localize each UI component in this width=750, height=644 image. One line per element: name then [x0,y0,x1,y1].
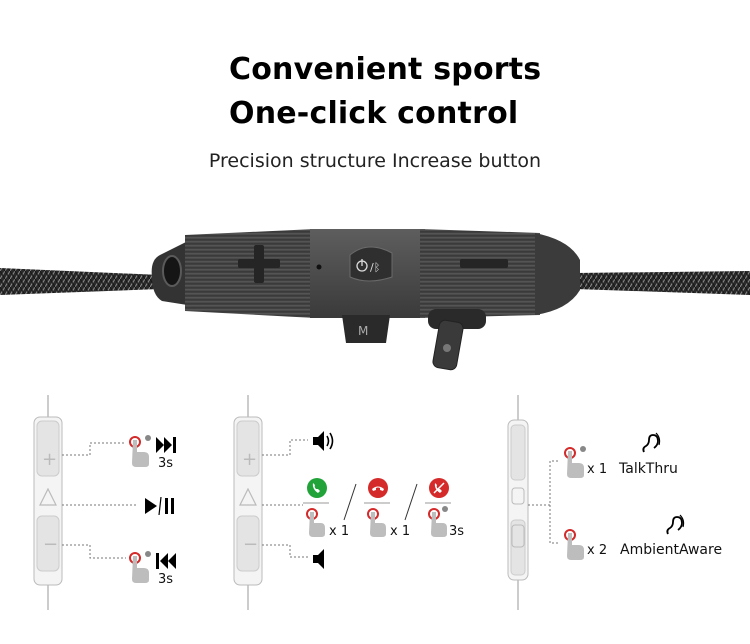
separator-slash [404,483,418,521]
remote-right-cap [535,233,580,315]
hold-duration-prev: 3s [158,572,174,587]
remote-body-left [185,229,315,318]
ambient-control-diagram [507,395,558,610]
title-line-1: Convenient sports [229,52,542,87]
tap-hand-icon [364,502,390,537]
svg-text:/ᛒ: /ᛒ [370,261,380,274]
volume-down-icon [313,549,324,569]
multifunction-button[interactable]: M [342,315,390,343]
talkthru-tap-count: x 1 [587,462,608,477]
media-control-diagram: + − [33,395,138,610]
talkthru-label: TalkThru [619,461,678,477]
subtitle: Precision structure Increase button [208,150,542,172]
reject-tap-count: x 1 [390,524,411,539]
call-control-diagram: + − [233,395,308,610]
tap-hand-icon [303,502,329,537]
remote-outline: + − [33,395,63,610]
tap-hand-icon [129,551,151,583]
remote-control-illustration: /ᛒ M [0,229,750,371]
volume-plus-button[interactable] [238,245,280,283]
phone-reject-icon [368,478,388,498]
tap-hand-icon [129,435,151,467]
svg-text:+: + [242,449,257,470]
svg-text:−: − [43,534,58,555]
volume-up-icon [313,431,334,451]
separator-slash [343,483,357,521]
play-pause-icon [145,497,174,515]
ambientaware-label: AmbientAware [620,542,723,558]
power-bluetooth-button[interactable]: /ᛒ [349,246,393,282]
next-track-icon [156,437,176,453]
braided-cable [0,268,750,295]
hold-duration-next: 3s [158,456,174,471]
ambientaware-tap-count: x 2 [587,543,608,558]
ambient-slider-switch[interactable] [428,309,486,371]
svg-text:+: + [42,449,57,470]
tap-hand-icon [425,502,451,537]
phone-end-icon [429,478,449,498]
remote-body-right [420,229,540,318]
end-hold-duration: 3s [449,524,465,539]
volume-minus-button[interactable] [460,259,508,268]
ear-sound-icon [666,514,685,535]
phone-answer-icon [307,478,327,498]
tap-hand-icon [564,446,586,478]
svg-text:M: M [358,324,368,338]
answer-tap-count: x 1 [329,524,350,539]
svg-text:−: − [243,534,258,555]
previous-track-icon [156,553,176,569]
remote-side-outline [507,395,529,610]
tap-hand-icon [564,529,584,560]
title-line-2: One-click control [229,96,519,131]
ear-sound-icon [642,432,661,453]
microphone-hole [316,264,322,270]
remote-outline: + − [233,395,263,610]
